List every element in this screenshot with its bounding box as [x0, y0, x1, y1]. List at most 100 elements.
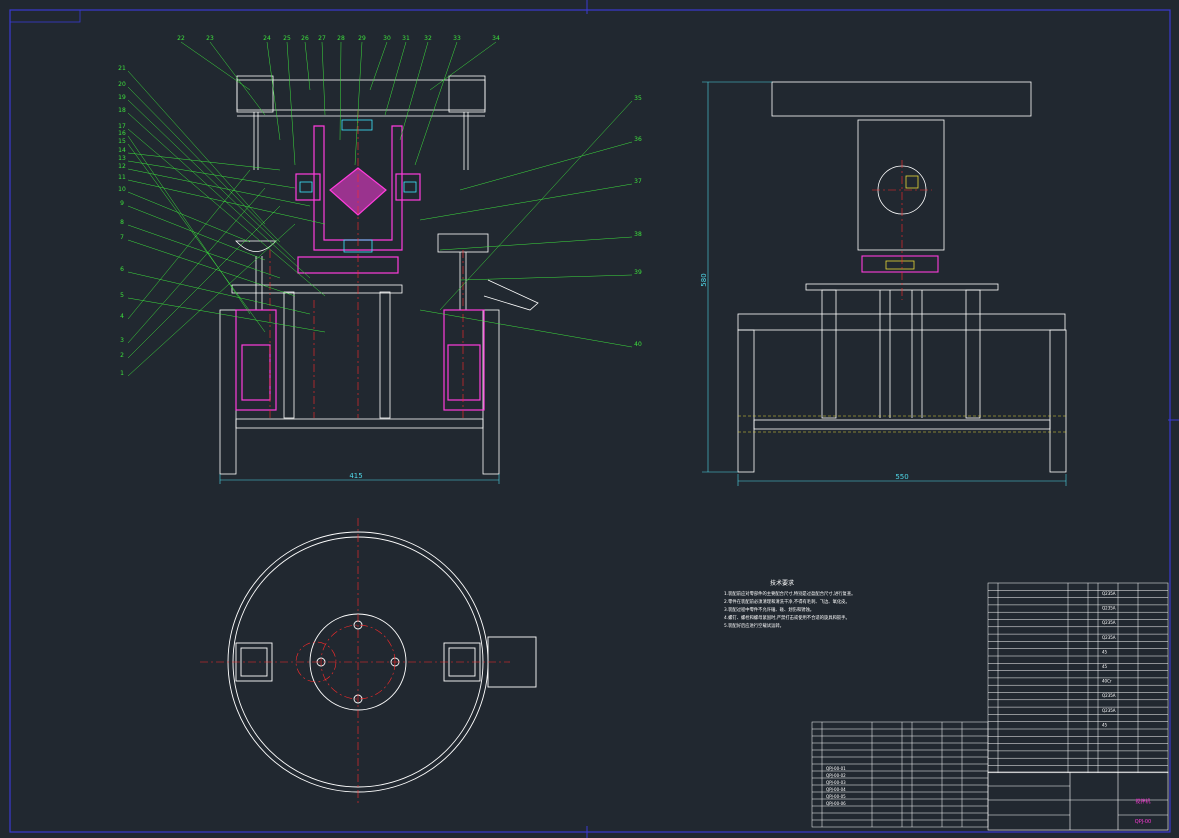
balloon-number: 33 — [453, 35, 461, 42]
sheet-corner-box — [9, 9, 81, 23]
leader-line — [127, 70, 266, 225]
leader-line — [127, 152, 281, 171]
leader-line — [127, 223, 296, 377]
balloon-number: 40 — [634, 341, 642, 348]
leader-line — [321, 41, 326, 116]
bom-cell-text: Q235AQ235AQ235AQ235A454540CrQ235AQ235A45… — [826, 591, 1116, 806]
bom-material: Q235A — [1102, 708, 1116, 713]
bom-part-code: QPJ-00-02 — [826, 773, 846, 778]
balloon-number: 15 — [118, 138, 126, 145]
balloon-number: 9 — [120, 200, 124, 207]
leader-line — [127, 99, 296, 261]
leader-line — [127, 168, 311, 207]
balloon-number: 31 — [402, 35, 410, 42]
title-block — [987, 771, 1169, 831]
side-height-dim-text: 580 — [700, 273, 708, 286]
balloon-number: 1 — [120, 370, 124, 377]
sheet-border — [9, 9, 1171, 833]
leader-line — [127, 205, 281, 359]
bom-material: 40Cr — [1102, 679, 1112, 684]
balloon-number: 38 — [634, 231, 642, 238]
bom-material: Q235A — [1102, 606, 1116, 611]
balloon-number: 2 — [120, 352, 124, 359]
leader-line — [459, 141, 633, 191]
balloon-number: 19 — [118, 94, 126, 101]
side-view-centerlines — [872, 160, 932, 300]
leader-line — [127, 187, 266, 344]
balloon-number: 25 — [283, 35, 291, 42]
front-width-dim-text: 415 — [349, 472, 362, 480]
balloon-number: 14 — [118, 147, 126, 154]
leader-line — [439, 236, 633, 251]
bom-material: 45 — [1102, 664, 1108, 669]
leader-line — [127, 297, 326, 333]
balloon-number: 30 — [383, 35, 391, 42]
bom-material: Q235A — [1102, 591, 1116, 596]
bom-material: Q235A — [1102, 620, 1116, 625]
leader-line — [127, 135, 251, 315]
balloon-number: 5 — [120, 292, 124, 299]
balloon-number: 34 — [492, 35, 500, 42]
leader-line — [429, 41, 497, 91]
drawing-name: 搅拌机 — [1135, 798, 1150, 805]
side-view-detail — [885, 175, 919, 270]
leader-line — [127, 128, 326, 297]
leader-line — [127, 160, 296, 189]
leader-line — [439, 100, 633, 311]
balloon-number: 20 — [118, 81, 126, 88]
side-view-dimensions — [702, 81, 1067, 486]
tech-requirement-item: 5.装配好后应进行空载试运转。 — [724, 622, 784, 629]
balloon-number: 10 — [118, 186, 126, 193]
balloon-number: 28 — [337, 35, 345, 42]
leader-line — [414, 41, 458, 166]
leader-line — [354, 41, 363, 166]
balloon-number: 16 — [118, 130, 126, 137]
leader-line — [369, 41, 388, 91]
side-view — [737, 81, 1067, 473]
balloon-number: 39 — [634, 269, 642, 276]
balloon-number: 27 — [318, 35, 326, 42]
leader-line — [384, 41, 407, 116]
tech-requirement-item: 1.装配前应对零部件的主要配合尺寸,特别是过盈配合尺寸,进行复查。 — [724, 590, 855, 597]
leader-line — [459, 274, 633, 281]
balloon-number: 35 — [634, 95, 642, 102]
leader-line — [180, 41, 251, 91]
balloon-number: 32 — [424, 35, 432, 42]
balloon-number: 4 — [120, 313, 124, 320]
tech-requirement-item: 4.螺钉、螺栓和螺母紧固时,严禁打击或使用不合适的旋具和扳手。 — [724, 614, 850, 621]
balloon-number: 21 — [118, 65, 126, 72]
front-view — [219, 75, 539, 475]
balloon-leaders — [127, 41, 633, 377]
leader-line — [127, 191, 251, 243]
leader-line — [304, 41, 311, 91]
balloon-number: 6 — [120, 266, 124, 273]
balloon-number: 18 — [118, 107, 126, 114]
balloon-number: 8 — [120, 219, 124, 226]
leader-line — [419, 309, 633, 348]
balloon-number: 17 — [118, 123, 126, 130]
bom-part-code: QPJ-00-05 — [826, 794, 846, 799]
drawing-number: QPJ-00 — [1135, 819, 1151, 825]
balloon-number: 11 — [118, 174, 126, 181]
leader-line — [127, 143, 266, 333]
tech-requirements-list: 1.装配前应对零部件的主要配合尺寸,特别是过盈配合尺寸,进行复查。 2.零件在装… — [724, 590, 855, 629]
tech-requirement-item: 2.零件在装配前必须清理和清洗干净,不得有毛刺、飞边、氧化皮。 — [724, 598, 850, 605]
leader-line — [127, 112, 311, 279]
bom-part-code: QPJ-00-06 — [826, 801, 846, 806]
side-view-hidden-lines — [738, 415, 1066, 433]
balloon-number: 22 — [177, 35, 185, 42]
bom-material: Q235A — [1102, 693, 1116, 698]
balloon-number: 3 — [120, 337, 124, 344]
balloon-number: 24 — [263, 35, 271, 42]
tech-requirement-item: 3.装配过程中零件不允许磕、碰、划伤和锈蚀。 — [724, 606, 814, 613]
leader-line — [127, 239, 296, 297]
front-width-dimension — [219, 474, 500, 484]
tech-requirements-title: 技术要求 — [770, 579, 794, 587]
balloon-number: 29 — [358, 35, 366, 42]
bom-part-code: QPJ-00-04 — [826, 787, 846, 792]
leader-line — [286, 41, 296, 166]
leader-line — [339, 41, 342, 141]
side-width-dim-text: 550 — [895, 473, 908, 481]
